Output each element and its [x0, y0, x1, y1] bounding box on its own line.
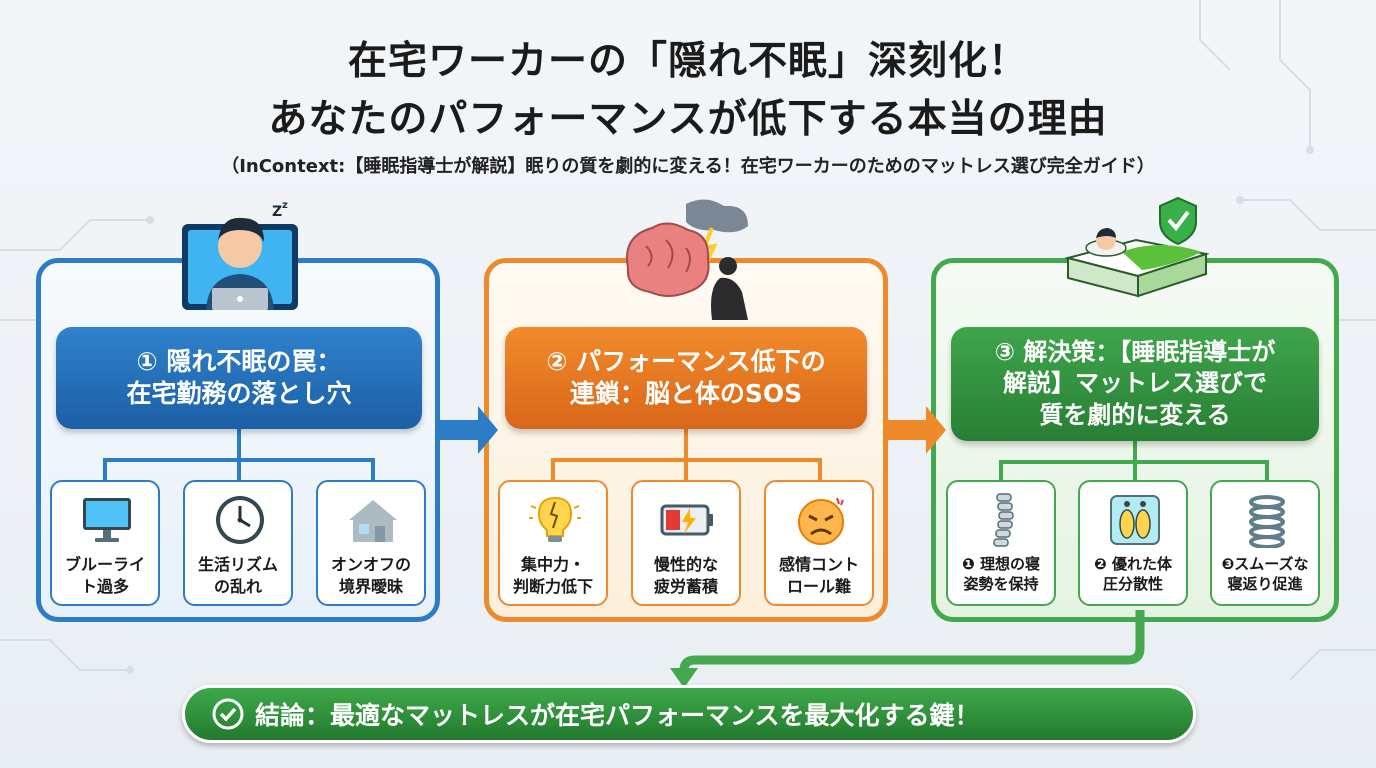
card-on-off-boundary: オンオフの境界曖昧	[316, 480, 426, 606]
panel-3-heading: ③ 解決策：【睡眠指導士が解説】マットレス選びで質を劇的に変える	[951, 327, 1319, 441]
card-chronic-fatigue: 慢性的な疲労蓄積	[631, 480, 741, 606]
house-icon	[349, 500, 397, 542]
subtitle: （InContext:【睡眠指導士が解説】眠りの質を劇的に変える！在宅ワーカーの…	[221, 156, 1155, 177]
panel-2-heading-line-2: 連鎖：脳と体のSOS	[569, 379, 803, 408]
main-title-line-2: あなたのパフォーマンスが低下する本当の理由	[268, 97, 1108, 142]
card-label-line-2: ロール難	[786, 576, 851, 596]
panel-3-heading-line-1: ③ 解決策：【睡眠指導士が	[994, 338, 1276, 367]
card-label-line-1: ❸スムーズな	[1221, 555, 1309, 573]
card-label-line-1: 感情コント	[778, 555, 859, 574]
panel-2-heading: ② パフォーマンス低下の連鎖：脳と体のSOS	[505, 327, 867, 429]
card-label-line-2: 圧分散性	[1102, 575, 1163, 594]
footprint-icon	[1110, 495, 1160, 545]
card-label-line-1: ❶ 理想の寝	[962, 555, 1040, 573]
panel-1-heading: ① 隠れ不眠の罠： 在宅勤務の落とし穴	[56, 327, 422, 429]
card-label-line-1: 生活リズム	[197, 555, 278, 574]
svg-text:Z: Z	[272, 204, 282, 220]
svg-text:z: z	[282, 200, 288, 211]
card-label-line-2: 寝返り促進	[1227, 575, 1303, 594]
panel-2-heading-line-1: ② パフォーマンス低下の	[546, 346, 826, 376]
stressed-face-icon	[798, 497, 844, 545]
card-label-line-1: ブルーライ	[64, 555, 145, 574]
broken-lightbulb-icon	[529, 496, 581, 542]
card-label-line-2: 判断力低下	[512, 576, 593, 596]
card-pressure-distribution: ❷ 優れた体圧分散性	[1078, 480, 1188, 606]
card-label-line-1: ❷ 優れた体	[1094, 555, 1172, 573]
sleeping-on-mattress-icon	[1064, 196, 1210, 298]
card-rhythm-disruption: 生活リズムの乱れ	[183, 480, 293, 606]
card-concentration: 集中力・判断力低下	[498, 480, 608, 606]
card-label-line-1: 慢性的な	[653, 555, 718, 574]
card-label-line-2: ト過多	[80, 576, 129, 596]
panel-1-heading-line-1: ① 隠れ不眠の罠：	[136, 346, 342, 376]
card-label-line-2: 境界曖昧	[338, 576, 403, 596]
card-label-line-2: 姿勢を保持	[963, 575, 1039, 594]
panel-3-heading-line-2: 解説】マットレス選びで	[1003, 369, 1267, 398]
card-emotional-control: 感情コントロール難	[764, 480, 874, 606]
stressed-brain-icon	[626, 199, 748, 320]
card-label-line-2: 疲労蓄積	[653, 576, 718, 596]
main-title-line-1: 在宅ワーカーの「隠れ不眠」深刻化！	[347, 39, 1028, 84]
low-battery-icon	[660, 504, 713, 536]
panel-1-heading-line-2: 在宅勤務の落とし穴	[126, 379, 352, 408]
clock-icon	[216, 496, 264, 544]
card-smooth-turning: ❸スムーズな寝返り促進	[1210, 480, 1320, 606]
conclusion-banner: 結論：最適なマットレスが在宅パフォーマンスを最大化する鍵！	[182, 685, 1196, 743]
tired-worker-at-computer-icon: Z z	[182, 200, 298, 310]
check-circle-icon	[212, 698, 244, 730]
spring-coil-icon	[1249, 495, 1285, 548]
monitor-icon	[83, 498, 131, 542]
card-label-line-2: の乱れ	[213, 576, 262, 596]
panel-3-heading-line-3: 質を劇的に変える	[1039, 400, 1231, 429]
card-blue-light: ブルーライト過多	[50, 480, 160, 606]
card-ideal-posture: ❶ 理想の寝姿勢を保持	[946, 480, 1056, 606]
card-label-line-1: 集中力・	[520, 555, 585, 574]
card-label-line-1: オンオフの	[330, 555, 411, 574]
spine-icon	[993, 493, 1014, 547]
conclusion-text: 結論：最適なマットレスが在宅パフォーマンスを最大化する鍵！	[255, 701, 980, 730]
